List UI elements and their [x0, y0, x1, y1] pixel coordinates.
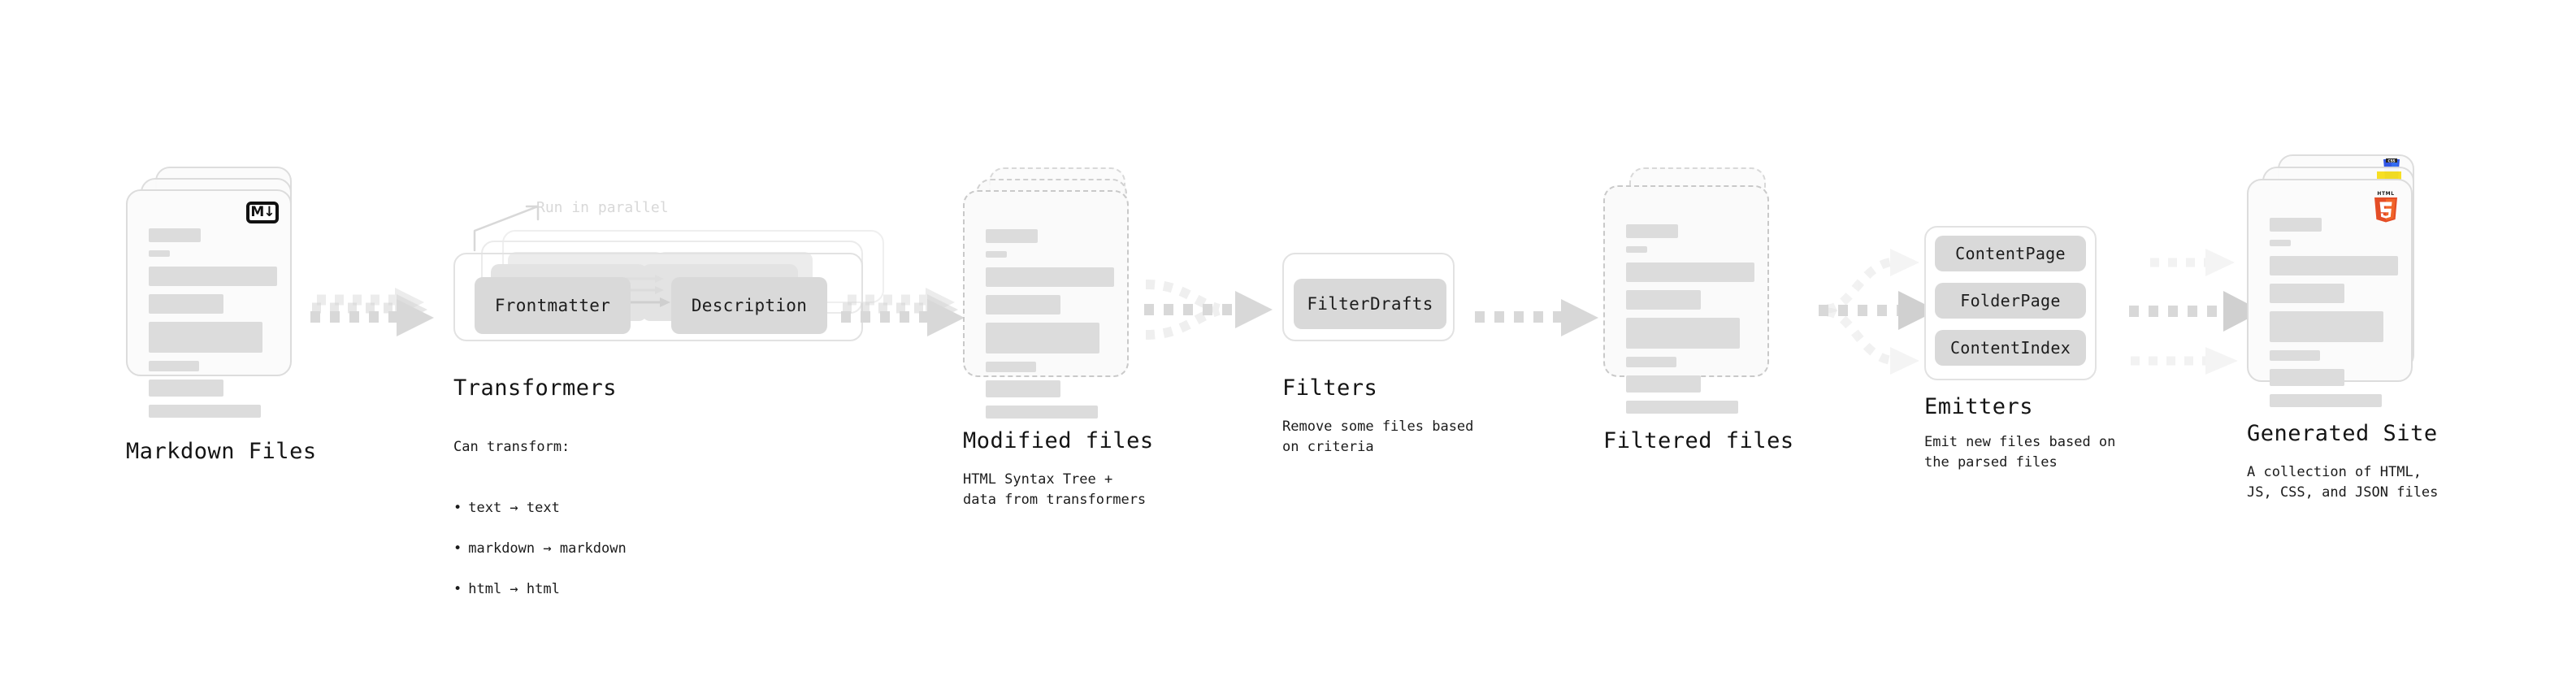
filter-chip-filterdrafts[interactable]: FilterDrafts [1294, 279, 1446, 329]
transformers-bullet-1: markdown → markdown [453, 539, 626, 559]
run-in-parallel-bracket [471, 195, 577, 252]
transformers-bullet-0: text → text [453, 498, 627, 518]
emitters-caption: Emit new files based on the parsed files [1924, 434, 2116, 471]
svg-text:CSS: CSS [2388, 158, 2396, 163]
transformers-caption: Can transform: text → text markdown → ma… [453, 417, 627, 640]
transformers-group-box [453, 253, 863, 341]
filtered-sheet-front [1603, 185, 1769, 414]
emitter-chip-contentpage[interactable]: ContentPage [1935, 236, 2086, 271]
run-in-parallel-label: Run in parallel [536, 199, 669, 216]
markdown-icon-label: M↓ [250, 204, 275, 220]
transformers-title: Transformers [453, 375, 618, 401]
filtered-doc-lines [1626, 224, 1754, 422]
emitter-chip-folderpage[interactable]: FolderPage [1935, 283, 2086, 319]
modified-doc-lines [986, 229, 1114, 427]
arrow-modified-to-filters [1144, 268, 1290, 366]
markdown-icon: M↓ [246, 202, 279, 223]
modified-files-title: Modified files [963, 428, 1154, 453]
transformer-chip-frontmatter-label: Frontmatter [494, 296, 611, 315]
emitters-title: Emitters [1924, 394, 2034, 419]
transformer-chip-description[interactable]: Description [671, 277, 827, 334]
transformers-bullet-2: html → html [453, 579, 627, 600]
arrow-filters-to-filtered [1475, 286, 1605, 359]
emitter-chip-folderpage-label: FolderPage [1960, 291, 2061, 310]
emitter-chip-contentindex[interactable]: ContentIndex [1935, 330, 2086, 366]
generated-site-title: Generated Site [2247, 421, 2438, 446]
arrow-emitters-to-site [2105, 234, 2267, 397]
arrow-markdown-to-transformers [310, 286, 440, 359]
site-sheet-front: HTML [2247, 179, 2413, 407]
filters-caption: Remove some files based on criteria [1282, 419, 1474, 455]
generated-site-caption: A collection of HTML, JS, CSS, and JSON … [2247, 464, 2439, 501]
html5-icon: HTML [2372, 189, 2400, 223]
filters-title: Filters [1282, 375, 1378, 401]
transformers-caption-lead: Can transform: [453, 439, 570, 455]
arrow-transformers-to-modified [841, 286, 971, 359]
arrow-filtered-to-emitters [1780, 234, 1942, 397]
transformers-bullets: text → text markdown → markdown html → h… [453, 478, 627, 620]
transformers-inner-arrows [626, 270, 699, 319]
filter-chip-filterdrafts-label: FilterDrafts [1307, 294, 1433, 314]
markdown-doc-lines [149, 228, 277, 426]
site-doc-lines [2270, 218, 2398, 415]
modified-sheet-front [963, 190, 1129, 419]
markdown-files-title: Markdown Files [126, 439, 317, 464]
transformer-chip-description-label: Description [691, 296, 808, 315]
emitter-chip-contentpage-label: ContentPage [1955, 244, 2066, 263]
emitter-chip-contentindex-label: ContentIndex [1949, 338, 2071, 358]
modified-files-caption: HTML Syntax Tree + data from transformer… [963, 471, 1147, 508]
transformer-chip-frontmatter[interactable]: Frontmatter [475, 277, 631, 334]
markdown-sheet-front: M↓ [126, 189, 292, 418]
filtered-files-title: Filtered files [1603, 428, 1794, 453]
svg-text:HTML: HTML [2377, 191, 2394, 197]
